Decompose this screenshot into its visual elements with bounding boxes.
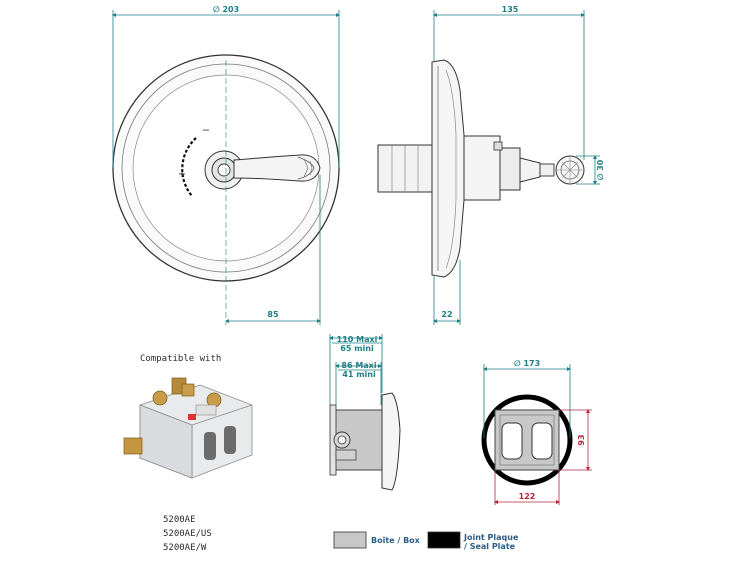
side-22-label: 22 <box>441 310 452 319</box>
legend-box-swatch <box>333 531 367 549</box>
box-41-label: 41 mini <box>342 370 376 379</box>
box-86-label: 86 Maxi <box>341 361 376 370</box>
dim-side-30: ∅ 30 <box>576 155 605 185</box>
compatible-product: Compatible with <box>123 354 253 479</box>
dim-front-85: 85 <box>225 175 321 325</box>
side-30-label: ∅ 30 <box>596 159 605 180</box>
legend-seal-swatch <box>427 531 461 549</box>
seal-93-label: 93 <box>577 434 586 445</box>
side-view <box>377 59 585 278</box>
dim-seal-122: 122 <box>494 470 560 505</box>
model-3: 5200AE/W <box>163 543 207 553</box>
model-1: 5200AE <box>163 515 196 525</box>
dim-side-22: 22 <box>433 260 461 325</box>
dim-seal-93: 93 <box>559 409 592 471</box>
box-110-label: 110 Maxi <box>337 335 378 344</box>
minus-sign: − <box>202 125 210 136</box>
seal-122-label: 122 <box>519 492 536 501</box>
legend: Boîte / Box Joint Plaque / Seal Plate <box>333 531 519 551</box>
model-2: 5200AE/US <box>163 529 212 539</box>
dim-seal-173: ∅ 173 <box>483 359 571 438</box>
front-view: − + <box>112 54 340 325</box>
legend-box-label: Boîte / Box <box>371 536 421 545</box>
front-diameter-label: ∅ 203 <box>213 5 239 14</box>
legend-seal-label-1: Joint Plaque <box>463 533 519 542</box>
dim-box-110: 110 Maxi 65 mini <box>329 334 383 405</box>
seal-plate-view <box>481 394 573 486</box>
box-65-label: 65 mini <box>340 344 374 353</box>
side-135-label: 135 <box>502 5 519 14</box>
compatible-label: Compatible with <box>140 354 221 364</box>
dim-side-135: 135 <box>433 5 585 160</box>
box-install-view <box>329 392 401 491</box>
front-85-label: 85 <box>267 310 279 319</box>
dim-front-diameter: ∅ 203 <box>112 5 340 168</box>
seal-173-label: ∅ 173 <box>514 359 540 368</box>
dim-box-86: 86 Maxi 41 mini <box>335 361 382 405</box>
legend-seal-label-2: / Seal Plate <box>464 542 516 551</box>
plus-sign: + <box>178 169 186 180</box>
